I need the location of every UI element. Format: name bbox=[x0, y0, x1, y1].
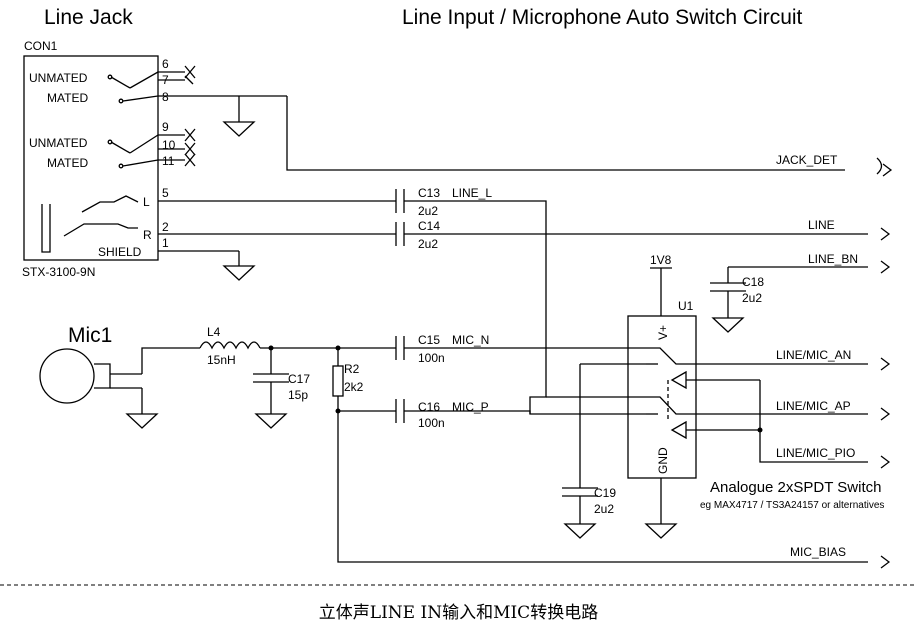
contact-sleeve bbox=[41, 204, 51, 253]
switch-note-subtitle: eg MAX4717 / TS3A24157 or alternatives bbox=[700, 500, 884, 511]
net-jack-det: JACK_DET bbox=[776, 153, 838, 167]
net-line-mic-pio-port bbox=[880, 455, 891, 469]
c19-ref: C19 bbox=[594, 486, 616, 500]
net-mic-p: MIC_P bbox=[452, 400, 489, 414]
net-line-bn-port bbox=[880, 260, 891, 274]
caption: 立体声LINE IN输入和MIC转换电路 bbox=[318, 603, 599, 623]
ground-symbol bbox=[222, 251, 256, 281]
net-line-mic-an-port bbox=[880, 357, 891, 371]
net-line: LINE bbox=[808, 218, 835, 232]
c17-ref: C17 bbox=[288, 372, 310, 386]
net-mic-bias: MIC_BIAS bbox=[790, 545, 846, 559]
net-1v8: 1V8 bbox=[650, 253, 672, 267]
u1-gnd: GND bbox=[656, 447, 670, 474]
c14-ref: C14 bbox=[418, 219, 440, 233]
con1-part: STX-3100-9N bbox=[22, 265, 95, 279]
u1-vplus: V+ bbox=[656, 325, 670, 340]
r2-value: 2k2 bbox=[344, 380, 364, 394]
net-jack-det-port bbox=[876, 157, 883, 175]
ground-symbol bbox=[563, 523, 597, 539]
con1-ref: CON1 bbox=[24, 39, 58, 53]
r2-ref: R2 bbox=[344, 362, 360, 376]
c16-value: 100n bbox=[418, 416, 445, 430]
label-mated-2: MATED bbox=[47, 156, 88, 170]
pin-7: 7 bbox=[162, 73, 169, 87]
ground-symbol bbox=[125, 413, 159, 429]
microphone-mic1 bbox=[39, 347, 200, 429]
net-line-l: LINE_L bbox=[452, 186, 492, 200]
pin-6: 6 bbox=[162, 57, 169, 71]
net-line-port bbox=[880, 227, 891, 241]
net-line-mic-ap: LINE/MIC_AP bbox=[776, 399, 851, 413]
u1-ref: U1 bbox=[678, 299, 694, 313]
title-circuit: Line Input / Microphone Auto Switch Circ… bbox=[402, 6, 803, 29]
l4-value: 15nH bbox=[207, 353, 236, 367]
switch-note-title: Analogue 2xSPDT Switch bbox=[710, 479, 881, 496]
pin-2: 2 bbox=[162, 220, 169, 234]
label-unmated-1: UNMATED bbox=[29, 71, 88, 85]
label-unmated-2: UNMATED bbox=[29, 136, 88, 150]
net-mic-bias-port bbox=[880, 555, 891, 569]
label-mated-1: MATED bbox=[47, 91, 88, 105]
net-mic-n: MIC_N bbox=[452, 333, 489, 347]
c15-value: 100n bbox=[418, 351, 445, 365]
pin-name-shield: SHIELD bbox=[98, 245, 142, 259]
title-mic: Mic1 bbox=[68, 324, 112, 347]
inductor-l4 bbox=[199, 341, 261, 350]
ground-symbol bbox=[254, 413, 288, 429]
c13-ref: C13 bbox=[418, 186, 440, 200]
c16-ref: C16 bbox=[418, 400, 440, 414]
net-line-mic-an: LINE/MIC_AN bbox=[776, 348, 851, 362]
pin-11: 11 bbox=[162, 154, 175, 168]
net-line-bn: LINE_BN bbox=[808, 252, 858, 266]
c19-value: 2u2 bbox=[594, 502, 614, 516]
pin-9: 9 bbox=[162, 120, 169, 134]
pin-name-l: L bbox=[143, 195, 150, 209]
contact-l bbox=[81, 195, 139, 213]
c18-value: 2u2 bbox=[742, 291, 762, 305]
con1-body bbox=[23, 55, 159, 261]
resistor-r2 bbox=[332, 365, 344, 397]
ground-symbol bbox=[222, 96, 256, 137]
pin-1: 1 bbox=[162, 236, 169, 250]
c14-value: 2u2 bbox=[418, 237, 438, 251]
pin-name-r: R bbox=[143, 228, 152, 242]
contact-r bbox=[63, 223, 138, 237]
net-line-mic-ap-port bbox=[880, 407, 891, 421]
pin-5: 5 bbox=[162, 186, 169, 200]
ground-symbol bbox=[711, 317, 745, 333]
c17-value: 15p bbox=[288, 388, 308, 402]
pin-8: 8 bbox=[162, 90, 169, 104]
l4-ref: L4 bbox=[207, 325, 221, 339]
c18-ref: C18 bbox=[742, 275, 764, 289]
net-line-mic-pio: LINE/MIC_PIO bbox=[776, 446, 855, 460]
pin-10: 10 bbox=[162, 138, 176, 152]
title-line-jack: Line Jack bbox=[44, 6, 133, 29]
connector-con1: CON1 STX-3100-9N UNMATED MATED 6 7 8 UNM… bbox=[22, 39, 287, 279]
switch-u1: U1 V+ GND bbox=[627, 299, 760, 479]
ground-symbol bbox=[644, 523, 678, 539]
c13-value: 2u2 bbox=[418, 204, 438, 218]
c15-ref: C15 bbox=[418, 333, 440, 347]
